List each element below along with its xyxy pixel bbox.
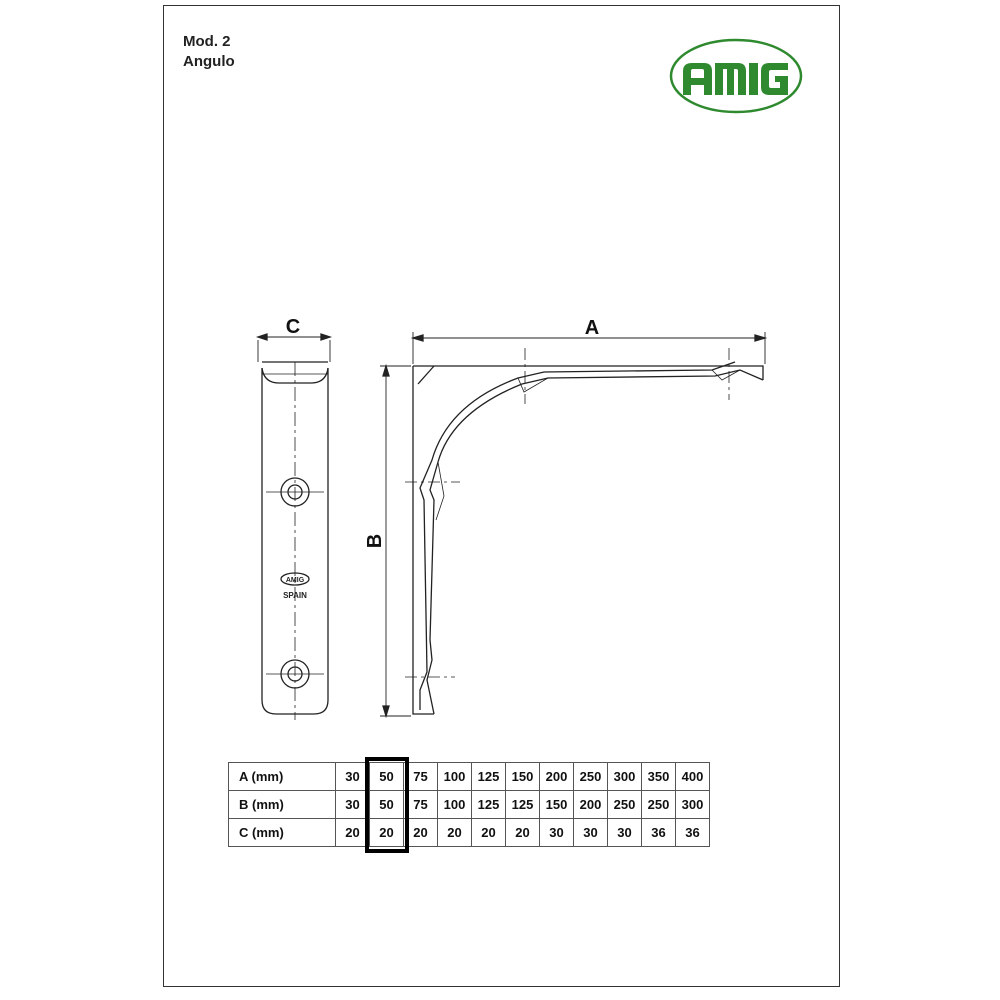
stamp-origin-text: SPAIN <box>283 591 307 600</box>
table-cell: 400 <box>675 762 710 791</box>
bracket-front-view <box>261 361 329 720</box>
mounting-hole-upper <box>266 477 324 507</box>
table-cell: 30 <box>573 818 608 847</box>
table-cell: 50 <box>369 790 404 819</box>
dimension-c-label: C <box>286 316 300 338</box>
mounting-hole-lower <box>266 659 324 689</box>
table-cell: 20 <box>471 818 506 847</box>
table-cell: 200 <box>573 790 608 819</box>
table-cell: 20 <box>335 818 370 847</box>
dimension-c <box>255 333 333 362</box>
table-cell: 250 <box>573 762 608 791</box>
dimension-a <box>410 332 768 364</box>
table-cell: 250 <box>607 790 642 819</box>
table-cell: 125 <box>471 790 506 819</box>
table-cell: 20 <box>437 818 472 847</box>
table-cell: 100 <box>437 790 472 819</box>
table-cell: 75 <box>403 762 438 791</box>
row-label: B (mm) <box>228 790 336 819</box>
table-cell: 100 <box>437 762 472 791</box>
bracket-side-view <box>405 348 764 715</box>
table-cell: 150 <box>539 790 574 819</box>
table-cell: 36 <box>641 818 676 847</box>
amig-logo <box>669 38 803 114</box>
drawing-sheet <box>163 5 840 987</box>
maker-stamp <box>280 572 310 586</box>
table-cell: 200 <box>539 762 574 791</box>
table-cell: 30 <box>607 818 642 847</box>
product-name: Angulo <box>183 53 235 70</box>
table-cell: 36 <box>675 818 710 847</box>
table-cell: 125 <box>505 790 540 819</box>
table-cell: 150 <box>505 762 540 791</box>
table-cell: 300 <box>607 762 642 791</box>
model-number: Mod. 2 <box>183 33 231 50</box>
logo-letters <box>683 63 788 95</box>
table-cell: 125 <box>471 762 506 791</box>
row-label: A (mm) <box>228 762 336 791</box>
table-cell: 30 <box>335 790 370 819</box>
table-cell: 250 <box>641 790 676 819</box>
table-cell: 20 <box>403 818 438 847</box>
table-cell: 20 <box>505 818 540 847</box>
table-cell: 350 <box>641 762 676 791</box>
table-cell: 300 <box>675 790 710 819</box>
selected-size-highlight <box>364 756 409 853</box>
stamp-logo-text: AMIG <box>286 577 305 584</box>
table-cell: 75 <box>403 790 438 819</box>
row-label: C (mm) <box>228 818 336 847</box>
dimension-b <box>380 363 411 719</box>
dimension-b-label: B <box>364 534 386 548</box>
table-cell: 30 <box>539 818 574 847</box>
dimension-a-label: A <box>585 317 599 339</box>
